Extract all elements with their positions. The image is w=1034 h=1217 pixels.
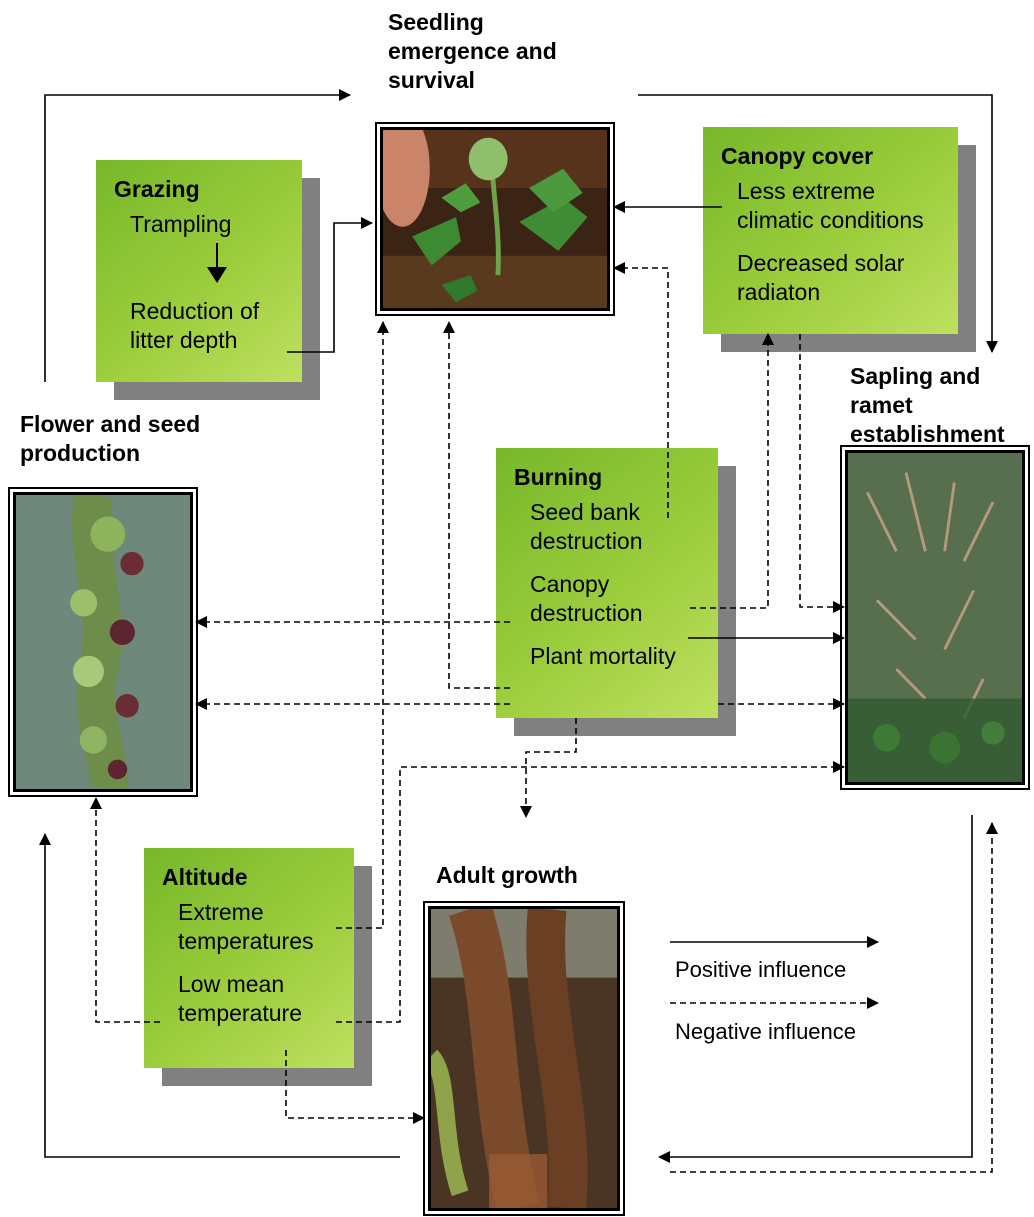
burning-title: Burning [514, 464, 603, 490]
sapling-stage-label: Sapling and ramet establishment [850, 363, 1005, 447]
seedling-stage-label: Seedling emergence and survival [388, 9, 557, 93]
burning-box: Burning Seed bank destruction Canopy des… [496, 448, 736, 736]
seedling-photo [380, 127, 610, 311]
solid-adult-to-flower [39, 833, 400, 1158]
dashed-lowmean-to-flower [90, 797, 160, 1023]
adult-stage-label: Adult growth [436, 862, 578, 888]
dashed-lowmean-to-adult [285, 1050, 425, 1124]
altitude-box: Altitude Extreme temperatures Low mean t… [144, 848, 372, 1086]
canopy-box-face: Canopy cover Less extreme climatic condi… [703, 127, 958, 334]
legend-positive-label: Positive influence [675, 957, 847, 982]
canopy-title: Canopy cover [721, 143, 874, 169]
canopy-box: Canopy cover Less extreme climatic condi… [703, 127, 976, 352]
canopy-item-solar: Decreased solar radiaton [737, 250, 905, 305]
burning-item-mortality: Plant mortality [530, 643, 676, 669]
burning-box-face: Burning Seed bank destruction Canopy des… [496, 448, 718, 718]
dashed-altitude-to-sapling [336, 761, 845, 1023]
legend-negative-label: Negative influence [675, 1019, 857, 1044]
grazing-item-litter: Reduction of litter depth [130, 298, 260, 353]
solid-flower-to-seedling [44, 89, 351, 382]
dashed-mortality-to-seedling [443, 321, 510, 689]
dashed-canopy-to-sapling [799, 334, 845, 613]
adult-photo [428, 906, 620, 1211]
dashed-adult-to-sapling [670, 822, 998, 1173]
canopy-item-climatic: Less extreme climatic conditions [737, 178, 924, 233]
solid-seedling-to-sapling [638, 94, 998, 353]
altitude-item-extreme: Extreme temperatures [178, 899, 314, 954]
altitude-box-face: Altitude Extreme temperatures Low mean t… [144, 848, 354, 1068]
grazing-box: Grazing Trampling Reduction of litter de… [96, 160, 320, 400]
burning-item-seedbank: Seed bank destruction [530, 499, 643, 554]
dashed-extreme-to-seedling [336, 321, 389, 929]
solid-grazing-to-seedling [287, 217, 373, 353]
down-arrow-icon [204, 243, 302, 291]
grazing-title: Grazing [114, 176, 200, 202]
grazing-item-trampling: Trampling [130, 211, 232, 237]
altitude-item-lowmean: Low mean temperature [178, 971, 303, 1026]
sapling-photo [845, 450, 1025, 785]
solid-sapling-to-adult [658, 815, 973, 1163]
grazing-box-face: Grazing Trampling Reduction of litter de… [96, 160, 302, 382]
flower-stage-label: Flower and seed production [20, 411, 201, 466]
dashed-canopydestruction-to-canopy [690, 333, 774, 609]
burning-item-canopy: Canopy destruction [530, 571, 643, 626]
altitude-title: Altitude [162, 864, 248, 890]
flower-photo [13, 492, 193, 792]
dashed-seedbank-to-seedling [613, 262, 669, 518]
